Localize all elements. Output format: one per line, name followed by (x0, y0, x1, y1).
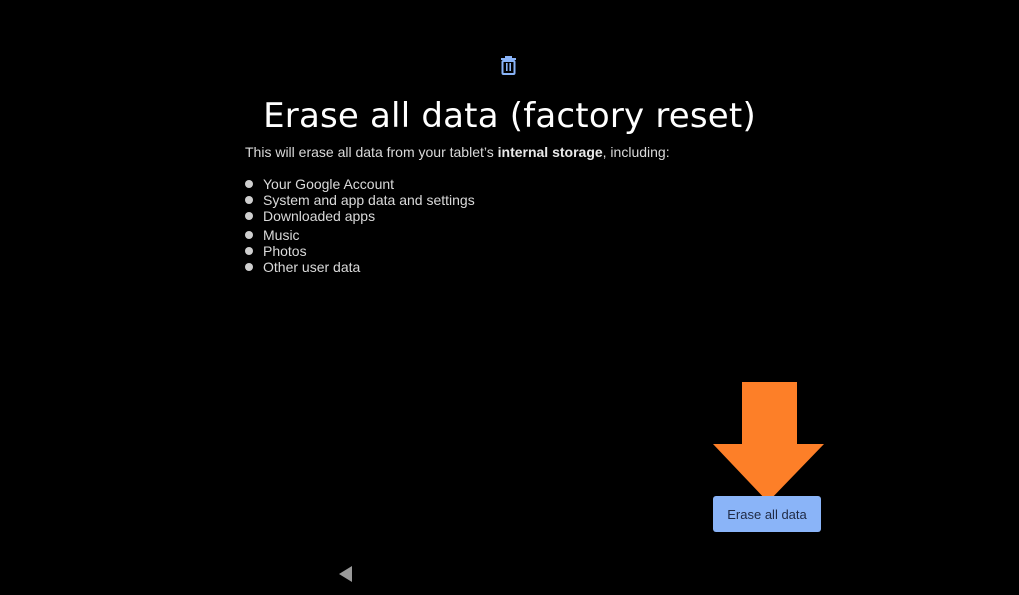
description-text: This will erase all data from your table… (245, 144, 670, 160)
bullet-icon (245, 231, 253, 239)
bullet-icon (245, 196, 253, 204)
list-item: System and app data and settings (245, 192, 475, 208)
list-item-label: Music (263, 227, 300, 243)
bullet-icon (245, 247, 253, 255)
list-item: Photos (245, 243, 475, 259)
bullet-icon (245, 212, 253, 220)
list-item: Downloaded apps (245, 208, 475, 224)
description-suffix: , including: (602, 144, 670, 160)
description-emphasis: internal storage (497, 144, 603, 160)
back-triangle-icon[interactable] (336, 564, 356, 584)
description-prefix: This will erase all data from your table… (245, 144, 498, 160)
bullet-icon (245, 180, 253, 188)
list-item: Other user data (245, 259, 475, 275)
list-item-label: Your Google Account (263, 176, 395, 192)
bullet-icon (245, 263, 253, 271)
erased-items-list: Your Google Account System and app data … (245, 176, 475, 275)
list-item-label: Other user data (263, 259, 361, 275)
list-item: Your Google Account (245, 176, 475, 192)
list-item-label: Photos (263, 243, 307, 259)
down-arrow-icon (713, 382, 824, 502)
list-item-label: Downloaded apps (263, 208, 376, 224)
erase-all-data-button[interactable]: Erase all data (713, 496, 821, 532)
list-item: Music (245, 227, 475, 243)
page-title: Erase all data (factory reset) (263, 96, 756, 136)
trash-icon (501, 56, 516, 75)
list-item-label: System and app data and settings (263, 192, 475, 208)
